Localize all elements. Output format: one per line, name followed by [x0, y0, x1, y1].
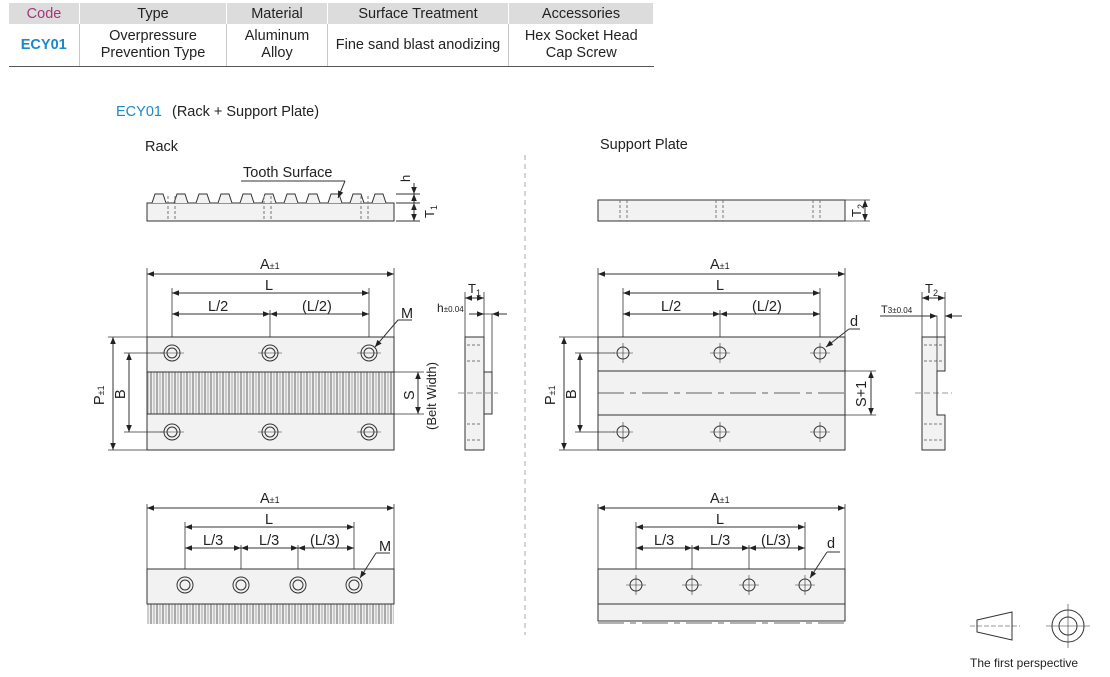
plate-p-label: P±1	[543, 385, 559, 405]
cell-type-line1: Overpressure	[109, 28, 197, 44]
rack-bottom-lthird-paren: (L/3)	[310, 533, 340, 549]
rack-lhalf-label: L/2	[208, 299, 228, 315]
plate-t2-letter: T	[849, 209, 864, 217]
rack-side-h-letter: h	[437, 301, 444, 315]
rack-t1-letter: T	[422, 210, 437, 218]
header-material: Material	[226, 3, 328, 24]
rack-p-letter: P	[92, 395, 108, 405]
plate-s1-label: S+1	[854, 381, 870, 407]
plate-bottom-a-label: A±1	[710, 491, 730, 507]
plate-side-t3-label: T3±0.04	[881, 304, 913, 316]
drawing-title-rest: (Rack + Support Plate)	[172, 104, 319, 120]
rack-front-view	[108, 268, 424, 451]
rack-lhalf-paren-label: (L/2)	[302, 299, 332, 315]
plate-side-t2-letter: T	[925, 281, 933, 296]
plate-t2-label: T2	[849, 204, 866, 217]
plate-bottom-view	[597, 504, 846, 624]
first-angle-projection-icon	[970, 604, 1090, 648]
plate-bottom-d-label: d	[827, 536, 835, 552]
rack-top-view	[146, 180, 420, 222]
header-accessories: Accessories	[508, 3, 654, 24]
rack-b-label: B	[113, 389, 129, 399]
tooth-surface-label: Tooth Surface	[243, 165, 332, 181]
rack-side-t1-letter: T	[468, 281, 476, 296]
plate-bottom-a-letter: A	[710, 491, 720, 507]
drawing-title-code: ECY01	[116, 104, 162, 120]
rack-belt-width-label: (Belt Width)	[424, 362, 439, 430]
rack-p-tol: ±1	[96, 385, 106, 395]
rack-h-label: h	[398, 175, 413, 182]
rack-a-tol: ±1	[270, 261, 280, 271]
plate-lhalf-paren-label: (L/2)	[752, 299, 782, 315]
rack-t1-sub: 1	[429, 205, 439, 210]
spec-table: Code Type Material Surface Treatment Acc…	[8, 3, 654, 67]
plate-l-label: L	[716, 278, 724, 294]
projection-label: The first perspective	[970, 656, 1078, 670]
cell-material-line1: Aluminum	[244, 28, 310, 44]
plate-t2-sub: 2	[856, 204, 866, 209]
rack-a-label: A±1	[260, 257, 280, 273]
plate-title: Support Plate	[600, 137, 688, 153]
rack-side-view	[458, 292, 507, 451]
rack-title: Rack	[145, 139, 179, 155]
plate-bottom-lthird-paren: (L/3)	[761, 533, 791, 549]
plate-a-tol: ±1	[720, 261, 730, 271]
plate-a-letter: A	[710, 257, 720, 273]
plate-bottom-a-tol: ±1	[720, 495, 730, 505]
cell-material-line2: Alloy	[261, 45, 293, 61]
rack-bottom-m-label: M	[379, 539, 391, 555]
plate-bottom-l-label: L	[716, 512, 724, 528]
plate-side-view	[880, 292, 962, 451]
plate-lhalf-label: L/2	[661, 299, 681, 315]
rack-side-h-tol: ±0.04	[444, 305, 465, 314]
drawing-title: ECY01 (Rack + Support Plate)	[116, 104, 319, 120]
plate-p-letter: P	[543, 395, 559, 405]
plate-b-label: B	[564, 389, 580, 399]
plate-p-tol: ±1	[547, 385, 557, 395]
rack-side-h-label: h±0.04	[437, 301, 464, 315]
cell-type-line2: Prevention Type	[100, 45, 206, 61]
rack-m-label: M	[401, 306, 413, 322]
header-code: Code	[8, 3, 80, 24]
spec-header-row: Code Type Material Surface Treatment Acc…	[8, 3, 654, 24]
header-surface: Surface Treatment	[327, 3, 509, 24]
rack-bottom-a-tol: ±1	[270, 495, 280, 505]
rack-side-t1-label: T1	[468, 281, 481, 298]
cell-surface: Fine sand blast anodizing	[327, 24, 509, 67]
plate-bottom-lthird-1: L/3	[654, 533, 674, 549]
rack-bottom-a-letter: A	[260, 491, 270, 507]
rack-t1-label: T1	[422, 205, 439, 218]
cell-accessories-line2: Cap Screw	[545, 45, 617, 61]
rack-bottom-a-label: A±1	[260, 491, 280, 507]
rack-p-label: P±1	[92, 385, 108, 405]
rack-bottom-lthird-2: L/3	[259, 533, 279, 549]
plate-side-t3-sub: 3	[888, 306, 893, 315]
rack-bottom-lthird-1: L/3	[203, 533, 223, 549]
rack-s-label: S	[402, 390, 418, 400]
rack-a-letter: A	[260, 257, 270, 273]
cell-code: ECY01	[8, 24, 80, 67]
plate-bottom-lthird-2: L/3	[710, 533, 730, 549]
plate-a-label: A±1	[710, 257, 730, 273]
cell-accessories-line1: Hex Socket Head	[524, 28, 638, 44]
header-type: Type	[79, 3, 227, 24]
rack-side-t1-sub: 1	[476, 288, 481, 298]
plate-top-view	[597, 199, 870, 222]
plate-front-view	[559, 268, 876, 451]
plate-side-t2-sub: 2	[933, 288, 938, 298]
plate-d-label: d	[850, 314, 858, 330]
rack-bottom-view	[146, 504, 395, 624]
plate-side-t2-label: T2	[925, 281, 938, 298]
rack-l-label: L	[265, 278, 273, 294]
plate-side-t3-tol: ±0.04	[892, 306, 913, 315]
rack-bottom-l-label: L	[265, 512, 273, 528]
plate-side-t3-letter: T	[881, 304, 888, 316]
